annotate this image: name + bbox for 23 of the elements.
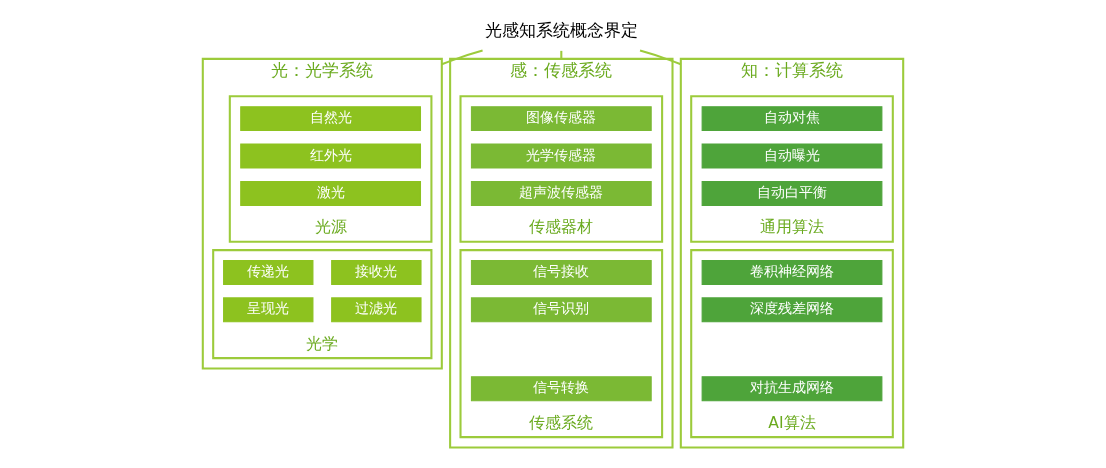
node-box: 自动对焦 bbox=[701, 105, 883, 131]
node-box: 激光 bbox=[240, 180, 422, 206]
node-box: 接收光 bbox=[331, 259, 422, 285]
node-box: 信号转换 bbox=[470, 375, 652, 401]
node-box: 卷积神经网络 bbox=[701, 259, 883, 285]
node-box: 自然光 bbox=[240, 105, 422, 131]
node-box: 超声波传感器 bbox=[470, 180, 652, 206]
node-box: 对抗生成网络 bbox=[701, 375, 883, 401]
node-box: 信号接收 bbox=[470, 259, 652, 285]
node-box: 自动曝光 bbox=[701, 143, 883, 168]
node-text: 光感知系统概念界定 bbox=[484, 20, 638, 40]
node-box: 呈现光 bbox=[223, 296, 314, 322]
node-box: 自动白平衡 bbox=[701, 180, 883, 206]
connector bbox=[560, 50, 563, 59]
node-box: 信号识别 bbox=[470, 296, 652, 322]
node-box: 光学传感器 bbox=[470, 143, 652, 168]
node-box: 过滤光 bbox=[331, 296, 422, 322]
node-box: 传递光 bbox=[223, 259, 314, 285]
connector bbox=[639, 49, 682, 65]
node-box: 图像传感器 bbox=[470, 105, 652, 131]
node-box: 红外光 bbox=[240, 143, 422, 168]
connector bbox=[441, 49, 483, 65]
node-box: 深度残差网络 bbox=[701, 296, 883, 322]
